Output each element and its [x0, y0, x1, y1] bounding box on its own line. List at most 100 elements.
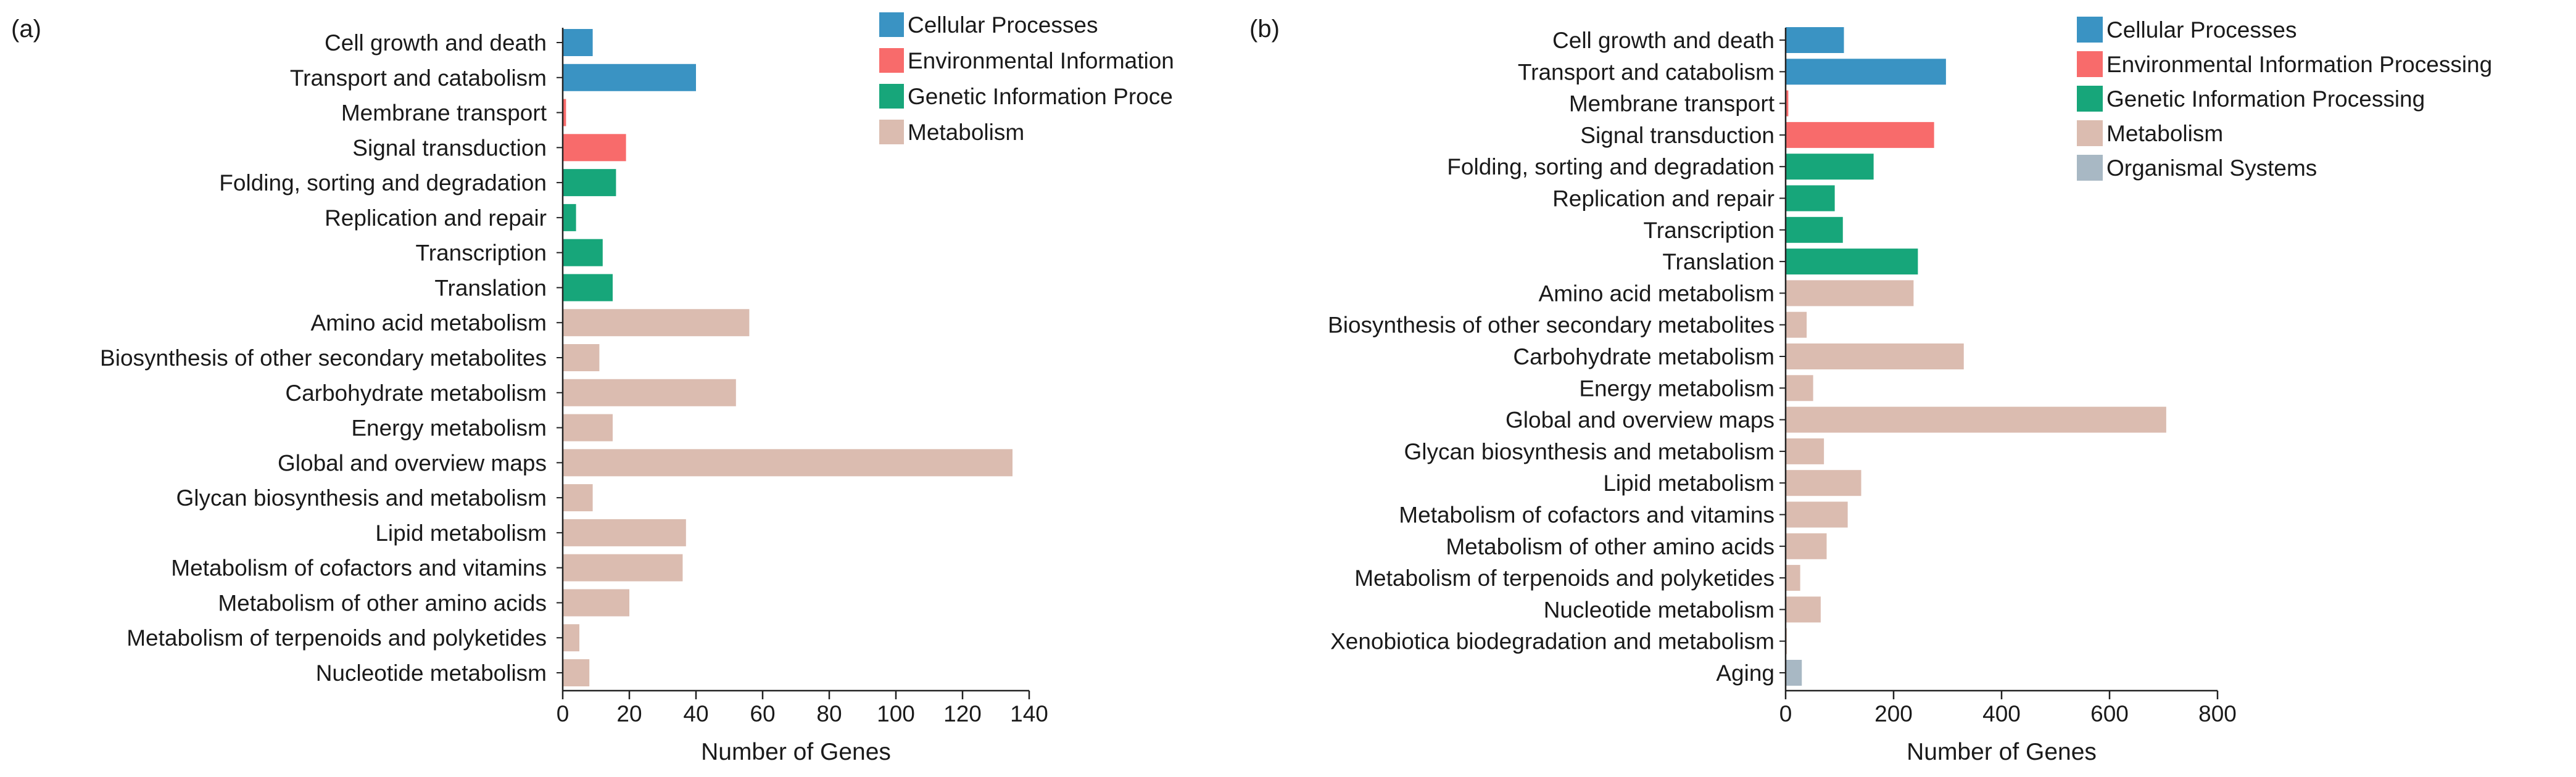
bar-global-and-overview-maps: [563, 449, 1013, 477]
bar-metabolism-of-terpenoids-and-polyketides: [563, 624, 579, 652]
legend-label-organismal-systems: Organismal Systems: [2106, 155, 2317, 181]
y-tick-label-metabolism-of-other-amino-acids: Metabolism of other amino acids: [218, 590, 547, 615]
y-tick-label-cell-growth-and-death: Cell growth and death: [325, 30, 547, 56]
x-tick-label-0: 0: [1779, 701, 1792, 726]
y-tick-label-replication-and-repair: Replication and repair: [1552, 186, 1775, 212]
legend-swatch-metabolism: [2077, 120, 2103, 146]
x-tick-label-20: 20: [616, 701, 642, 726]
bar-energy-metabolism: [563, 414, 613, 442]
bar-translation: [563, 274, 613, 302]
bar-signal-transduction: [1786, 121, 1934, 148]
y-tick-label-xenobiotica-biodegradation-and-metabolism: Xenobiotica biodegradation and metabolis…: [1330, 629, 1775, 654]
y-tick-label-lipid-metabolism: Lipid metabolism: [375, 520, 547, 546]
bar-metabolism-of-cofactors-and-vitamins: [1786, 501, 1848, 528]
legend-swatch-environmental-information-processing: [2077, 51, 2103, 77]
bar-transport-and-catabolism: [563, 64, 696, 91]
bar-lipid-metabolism: [563, 519, 686, 546]
bar-biosynthesis-of-other-secondary-metabolites: [563, 344, 600, 371]
bar-membrane-transport: [563, 99, 566, 126]
x-tick-label-600: 600: [2090, 701, 2129, 726]
bar-energy-metabolism: [1786, 375, 1813, 401]
y-tick-label-metabolism-of-terpenoids-and-polyketides: Metabolism of terpenoids and polyketides: [126, 625, 547, 651]
y-tick-label-nucleotide-metabolism: Nucleotide metabolism: [1544, 597, 1775, 622]
y-tick-label-amino-acid-metabolism: Amino acid metabolism: [311, 310, 547, 335]
bar-biosynthesis-of-other-secondary-metabolites: [1786, 311, 1807, 338]
y-tick-label-carbohydrate-metabolism: Carbohydrate metabolism: [285, 380, 547, 406]
y-tick-label-membrane-transport: Membrane transport: [341, 101, 547, 126]
y-tick-label-metabolism-of-cofactors-and-vitamins: Metabolism of cofactors and vitamins: [171, 556, 547, 581]
bar-metabolism-of-other-amino-acids: [1786, 533, 1827, 559]
y-tick-label-metabolism-of-other-amino-acids: Metabolism of other amino acids: [1446, 534, 1775, 559]
x-tick-label-80: 80: [816, 701, 842, 726]
y-tick-label-transport-and-catabolism: Transport and catabolism: [290, 65, 547, 91]
bar-amino-acid-metabolism: [1786, 280, 1914, 306]
legend-swatch-metabolism: [879, 120, 904, 144]
legend-label-environmental-information-processing: Environmental Information Processing: [2106, 52, 2492, 77]
bar-membrane-transport: [1786, 90, 1789, 117]
legend-label-cellular-processes: Cellular Processes: [908, 12, 1098, 38]
bar-transcription: [563, 239, 603, 266]
legend-swatch-environmental-information: [879, 48, 904, 73]
bar-aging: [1786, 660, 1802, 686]
legend-label-metabolism: Metabolism: [908, 120, 1024, 145]
bar-glycan-biosynthesis-and-metabolism: [1786, 438, 1824, 464]
bar-metabolism-of-other-amino-acids: [563, 589, 629, 617]
y-tick-label-metabolism-of-cofactors-and-vitamins: Metabolism of cofactors and vitamins: [1399, 503, 1775, 528]
bar-replication-and-repair: [563, 204, 576, 231]
legend-swatch-genetic-information-processing: [2077, 86, 2103, 112]
bar-lipid-metabolism: [1786, 470, 1862, 496]
legend-swatch-genetic-information-proce: [879, 84, 904, 109]
y-tick-label-membrane-transport: Membrane transport: [1569, 91, 1775, 117]
y-tick-label-biosynthesis-of-other-secondary-metabolites: Biosynthesis of other secondary metaboli…: [100, 345, 547, 371]
x-axis-title: Number of Genes: [1907, 739, 2097, 765]
bar-metabolism-of-cofactors-and-vitamins: [563, 554, 683, 582]
y-tick-label-glycan-biosynthesis-and-metabolism: Glycan biosynthesis and metabolism: [176, 485, 547, 511]
bar-signal-transduction: [563, 134, 626, 162]
legend-label-genetic-information-proce: Genetic Information Proce: [908, 84, 1173, 109]
legend-swatch-organismal-systems: [2077, 155, 2103, 181]
x-tick-label-60: 60: [750, 701, 775, 726]
y-tick-label-energy-metabolism: Energy metabolism: [1579, 376, 1775, 401]
bar-carbohydrate-metabolism: [563, 379, 736, 406]
x-tick-label-120: 120: [943, 701, 982, 726]
legend-swatch-cellular-processes: [879, 12, 904, 37]
y-tick-label-transport-and-catabolism: Transport and catabolism: [1518, 59, 1775, 84]
y-tick-label-cell-growth-and-death: Cell growth and death: [1552, 28, 1775, 53]
bar-replication-and-repair: [1786, 185, 1835, 212]
y-tick-label-translation: Translation: [434, 275, 547, 300]
bar-global-and-overview-maps: [1786, 406, 2166, 433]
bar-nucleotide-metabolism: [563, 659, 590, 686]
legend-label-genetic-information-processing: Genetic Information Processing: [2106, 86, 2425, 112]
y-tick-label-amino-acid-metabolism: Amino acid metabolism: [1539, 281, 1775, 306]
x-tick-label-40: 40: [683, 701, 708, 726]
bar-transcription: [1786, 216, 1843, 243]
y-tick-label-transcription: Transcription: [1644, 218, 1775, 243]
y-tick-label-signal-transduction: Signal transduction: [1580, 123, 1775, 148]
y-tick-label-replication-and-repair: Replication and repair: [325, 205, 547, 231]
y-tick-label-lipid-metabolism: Lipid metabolism: [1603, 471, 1775, 496]
bar-glycan-biosynthesis-and-metabolism: [563, 484, 593, 512]
y-tick-label-biosynthesis-of-other-secondary-metabolites: Biosynthesis of other secondary metaboli…: [1328, 313, 1775, 338]
bar-nucleotide-metabolism: [1786, 596, 1821, 623]
y-tick-label-aging: Aging: [1716, 660, 1775, 686]
legend-label-environmental-information: Environmental Information: [908, 48, 1174, 73]
y-tick-label-folding-sorting-and-degradation: Folding, sorting and degradation: [1447, 154, 1775, 179]
x-tick-label-400: 400: [1982, 701, 2021, 726]
bar-carbohydrate-metabolism: [1786, 343, 1964, 369]
x-tick-label-200: 200: [1874, 701, 1913, 726]
y-tick-label-translation: Translation: [1662, 249, 1775, 274]
y-tick-label-carbohydrate-metabolism: Carbohydrate metabolism: [1513, 344, 1775, 369]
y-tick-label-glycan-biosynthesis-and-metabolism: Glycan biosynthesis and metabolism: [1404, 439, 1775, 464]
x-tick-label-140: 140: [1010, 701, 1048, 726]
bar-folding-sorting-and-degradation: [1786, 154, 1874, 180]
y-tick-label-nucleotide-metabolism: Nucleotide metabolism: [316, 660, 547, 686]
x-tick-label-100: 100: [877, 701, 915, 726]
panel-a-label: (a): [11, 15, 41, 43]
legend-swatch-cellular-processes: [2077, 17, 2103, 43]
y-tick-label-transcription: Transcription: [416, 240, 547, 266]
